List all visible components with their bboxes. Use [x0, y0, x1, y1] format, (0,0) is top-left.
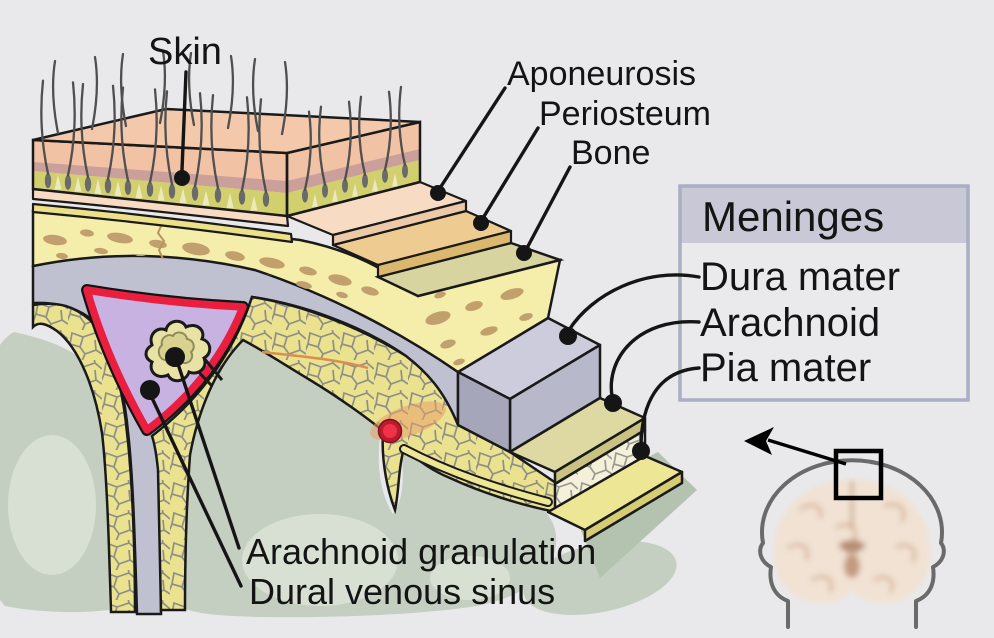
labels: Skin Aponeurosis Periosteum Bone Meninge… [148, 31, 900, 612]
arrow-head-icon [744, 427, 774, 455]
leader-dots [140, 170, 650, 460]
inset-arrow [744, 427, 847, 466]
bone-dot [516, 245, 532, 261]
arachnoid-dot [604, 394, 622, 412]
dermis-band [33, 162, 287, 193]
meninges-legend [678, 184, 970, 402]
subarachnoid-vessel [261, 350, 369, 370]
brain-gyrus-patch [8, 435, 96, 575]
periosteum-label: Periosteum [539, 95, 711, 133]
bone-label: Bone [571, 134, 650, 172]
head-outline [758, 458, 946, 629]
pia-mater-step [546, 454, 684, 543]
legend-title: Meninges [702, 193, 884, 240]
brain-inset [744, 427, 946, 629]
dura-mater-leader [567, 273, 701, 332]
legend-border [678, 184, 970, 402]
sebaceous-glands [54, 173, 398, 211]
periosteum-leader [481, 126, 540, 220]
legend-item-pia-mater: Pia mater [700, 346, 871, 390]
sinus-dot [140, 380, 160, 400]
pia-mater-leader [639, 366, 701, 446]
legend-item-arachnoid: Arachnoid [700, 301, 880, 345]
leader-lines [150, 70, 701, 588]
periosteum-strip [31, 202, 294, 244]
hair-follicles [44, 163, 408, 207]
skin-dot [174, 170, 190, 186]
bone-leader [525, 165, 572, 250]
brain-coronal-section [773, 479, 931, 604]
inset-focus-square [833, 448, 884, 501]
hair-group [40, 49, 407, 194]
arachnoid-leader [609, 320, 701, 398]
brain-gyrus-patch [242, 514, 398, 606]
arachnoid-granulation-label: Arachnoid granulation [246, 531, 596, 572]
scalp-block [31, 49, 422, 218]
granulation-dot [165, 347, 185, 367]
bone-suture-crack [156, 223, 166, 260]
sinus-leader [150, 396, 243, 588]
pia-mater-band [401, 446, 551, 505]
pia-mater-dot [632, 442, 650, 460]
granulation-leader [176, 362, 241, 550]
periosteum-dot [473, 215, 489, 231]
skin-label: Skin [148, 31, 222, 73]
legend-header [680, 186, 968, 243]
dural-venous-sinus-label: Dural venous sinus [249, 571, 555, 612]
aponeurosis-leader [438, 86, 507, 190]
brain-gyrus-patch [430, 556, 510, 600]
skin-leader [180, 70, 188, 172]
aponeurosis-label: Aponeurosis [507, 55, 696, 93]
aponeurosis-dot [430, 185, 446, 201]
blood-vessel [370, 401, 446, 444]
dura-mater-dot [559, 327, 577, 345]
legend-item-dura-mater: Dura mater [700, 255, 900, 299]
periosteum-step [31, 202, 513, 279]
